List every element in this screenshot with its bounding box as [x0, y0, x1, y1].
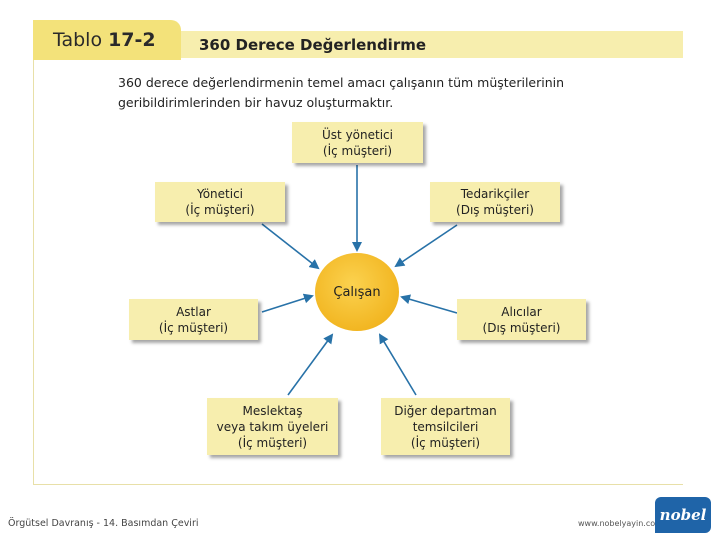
- node-sublabel: (İç müşteri): [410, 435, 481, 450]
- node-astlar: Astlar (İç müşteri): [129, 299, 258, 340]
- center-label: Çalışan: [333, 284, 381, 300]
- arrow-diger-departman: [378, 333, 417, 396]
- node-label: Üst yönetici: [322, 127, 393, 142]
- node-sublabel: (Dış müşteri): [456, 203, 534, 217]
- node-yonetici: Yönetici (İç müşteri): [155, 182, 285, 222]
- table-frame: [33, 20, 683, 485]
- footer-url[interactable]: www.nobelyayin.com: [578, 519, 663, 528]
- arrow-alicilar: [400, 294, 458, 314]
- node-label-line2: temsilcileri: [412, 419, 479, 434]
- intro-line: geribildirimlerinden bir havuz oluşturma…: [118, 95, 394, 110]
- node-label: Yönetici: [196, 187, 244, 201]
- node-label: Tedarikçiler: [460, 187, 530, 201]
- node-label: Astlar: [176, 304, 211, 319]
- node-sublabel: (İç müşteri): [158, 320, 229, 335]
- arrow-astlar: [261, 293, 314, 313]
- node-meslektas: Meslektaş veya takım üyeleri (İç müşteri…: [207, 398, 338, 455]
- arrow-yonetici: [261, 223, 320, 270]
- intro-line: 360 derece değerlendirmenin temel amacı …: [118, 75, 565, 90]
- intro-text: 360 derece değerlendirmenin temel amacı …: [118, 73, 618, 113]
- node-label: Alıcılar: [501, 304, 542, 319]
- node-diger-departman: Diğer departman temsilcileri (İç müşteri…: [381, 398, 510, 455]
- arrow-meslektas: [287, 333, 334, 396]
- node-label: Diğer departman: [394, 403, 497, 418]
- table-number-tab: Tablo 17-2: [33, 20, 181, 60]
- node-label-line2: veya takım üyeleri: [216, 419, 329, 434]
- logo-text: nobel: [659, 506, 707, 524]
- arrow-tedarikciler: [394, 224, 458, 268]
- node-tedarikciler: Tedarikçiler (Dış müşteri): [430, 182, 560, 222]
- node-sublabel: (Dış müşteri): [482, 320, 561, 335]
- node-sublabel: (İç müşteri): [237, 435, 308, 450]
- nobel-logo: nobel: [655, 497, 711, 533]
- table-title: 360 Derece Değerlendirme: [199, 35, 427, 54]
- table-prefix: Tablo: [53, 29, 103, 51]
- node-alicilar: Alıcılar (Dış müşteri): [457, 299, 586, 340]
- center-node-calisan: Çalışan: [315, 253, 399, 331]
- node-sublabel: (İç müşteri): [322, 143, 393, 158]
- node-sublabel: (İç müşteri): [185, 203, 255, 217]
- footer-book-title: Örgütsel Davranış - 14. Basımdan Çeviri: [8, 518, 199, 529]
- node-label: Meslektaş: [242, 403, 303, 418]
- node-ust-yonetici: Üst yönetici (İç müşteri): [292, 122, 423, 163]
- table-title-bar: 360 Derece Değerlendirme: [181, 31, 683, 58]
- table-number: 17-2: [108, 29, 156, 51]
